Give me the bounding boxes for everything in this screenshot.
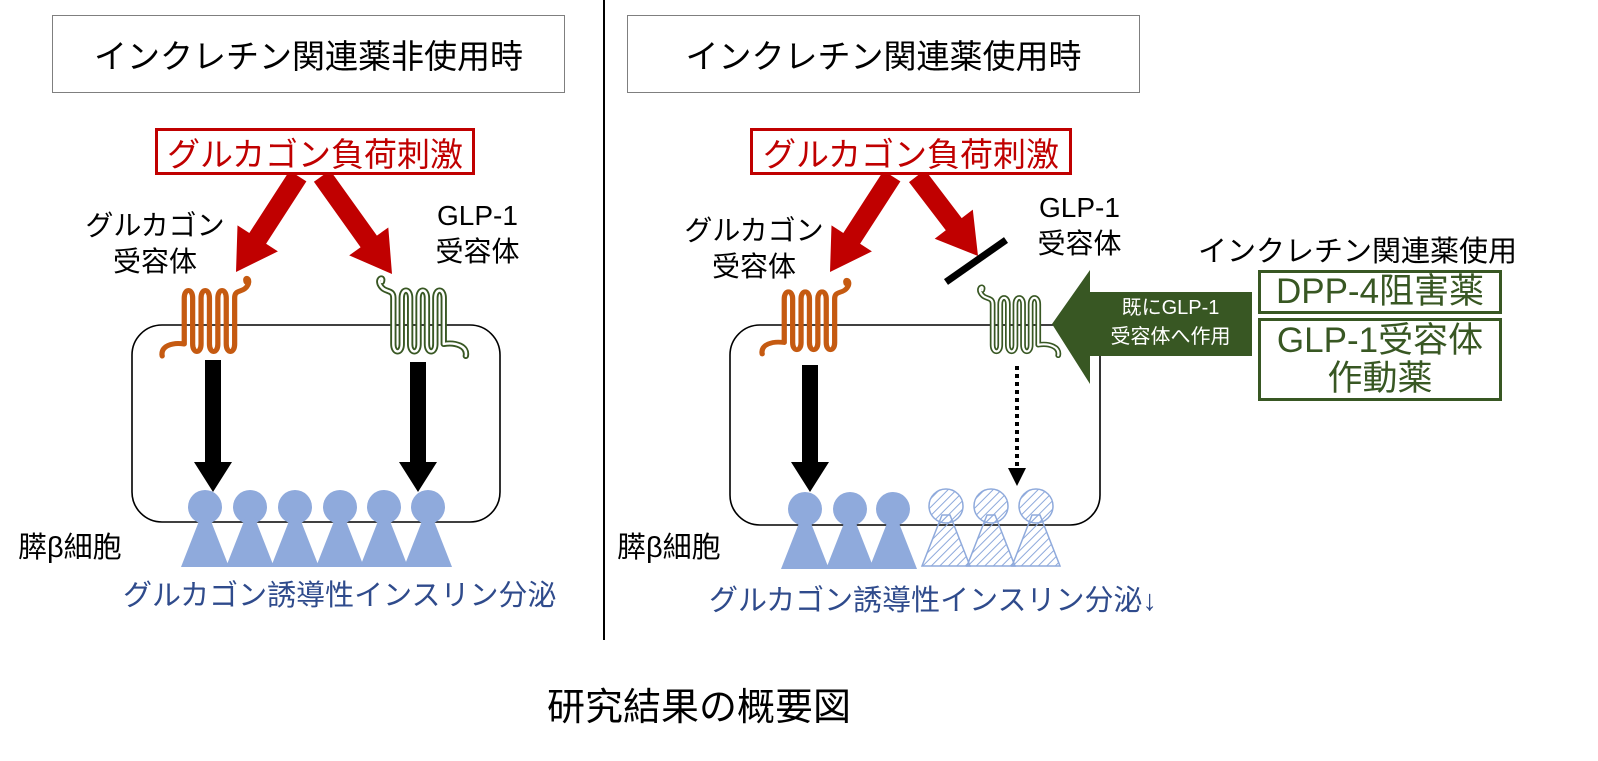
beta-cell (316, 490, 364, 567)
right-glp1-weak-signal-arrow (1008, 366, 1026, 486)
left-glucagon-signal-arrow (194, 360, 232, 492)
glp1-agonist-box: GLP-1受容体 作動薬 (1258, 318, 1502, 401)
incretin-drug-group-label: インクレチン関連薬使用 (1197, 236, 1517, 268)
label-line: グルカゴン (85, 210, 225, 241)
beta-cell (404, 490, 452, 567)
right-glp1-receptor (980, 287, 1059, 355)
beta-cell-reduced (966, 488, 1016, 567)
left-beta-cell-label: 膵β細胞 (18, 532, 122, 564)
right-beta-cell-label: 膵β細胞 (617, 532, 721, 564)
right-stimulus-to-glucagon-receptor-arrow (830, 170, 901, 272)
right-glucagon-signal-arrow (791, 365, 829, 492)
label-line: グルカゴン (684, 215, 824, 246)
left-glucagon-receptor (162, 278, 249, 356)
note-line: 受容体へ作用 (1110, 326, 1231, 348)
blocked-signal-bar (943, 237, 1009, 285)
label-line: 受容体 (112, 246, 197, 277)
label-line: 受容体 (435, 236, 520, 267)
right-cell-outline (729, 324, 1101, 526)
label-line: GLP-1 (1039, 192, 1120, 223)
label-line: GLP-1 (437, 200, 518, 231)
left-glp1-receptor (379, 278, 466, 356)
label-line: 受容体 (711, 251, 796, 282)
left-stimulus-to-glp1-receptor-arrow (313, 170, 392, 274)
right-stimulus-to-glp1-receptor-arrow (909, 169, 978, 256)
right-stimulus-box: グルカゴン負荷刺激 (750, 128, 1072, 175)
left-panel-title: インクレチン関連薬非使用時 (52, 15, 565, 93)
beta-cell-reduced (1011, 488, 1061, 567)
beta-cell (826, 492, 874, 569)
right-glucagon-receptor-label: グルカゴン 受容体 (679, 213, 829, 285)
drug-line: GLP-1受容体 (1276, 320, 1484, 360)
right-glp1-receptor-label: GLP-1 受容体 (1012, 190, 1147, 262)
left-glucagon-receptor-label: グルカゴン 受容体 (80, 208, 230, 280)
right-glucagon-receptor (762, 280, 849, 354)
already-acting-note: 既にGLP-1 受容体へ作用 (1088, 294, 1253, 352)
beta-cell (869, 492, 917, 569)
label-line: 受容体 (1037, 228, 1122, 259)
left-glp1-receptor-label: GLP-1 受容体 (410, 198, 545, 270)
drug-line: 作動薬 (1327, 358, 1433, 398)
left-stimulus-box: グルカゴン負荷刺激 (155, 128, 475, 175)
beta-cell (226, 490, 274, 567)
right-panel-title: インクレチン関連薬使用時 (627, 15, 1140, 93)
left-glp1-signal-arrow (399, 362, 437, 492)
left-stimulus-to-glucagon-receptor-arrow (236, 170, 307, 272)
beta-cell (181, 490, 229, 567)
left-outcome-text: グルカゴン誘導性インスリン分泌 (123, 580, 557, 612)
already-acting-on-glp1-arrow (1052, 270, 1252, 384)
dpp4-inhibitor-box: DPP-4阻害薬 (1258, 270, 1502, 314)
left-cell-outline (131, 324, 501, 523)
figure-caption: 研究結果の概要図 (546, 687, 851, 729)
beta-cell-reduced (921, 488, 971, 567)
beta-cell (781, 492, 829, 569)
note-line: 既にGLP-1 (1121, 297, 1220, 319)
beta-cell (360, 490, 408, 567)
beta-cell (271, 490, 319, 567)
right-outcome-text: グルカゴン誘導性インスリン分泌↓ (709, 585, 1158, 617)
